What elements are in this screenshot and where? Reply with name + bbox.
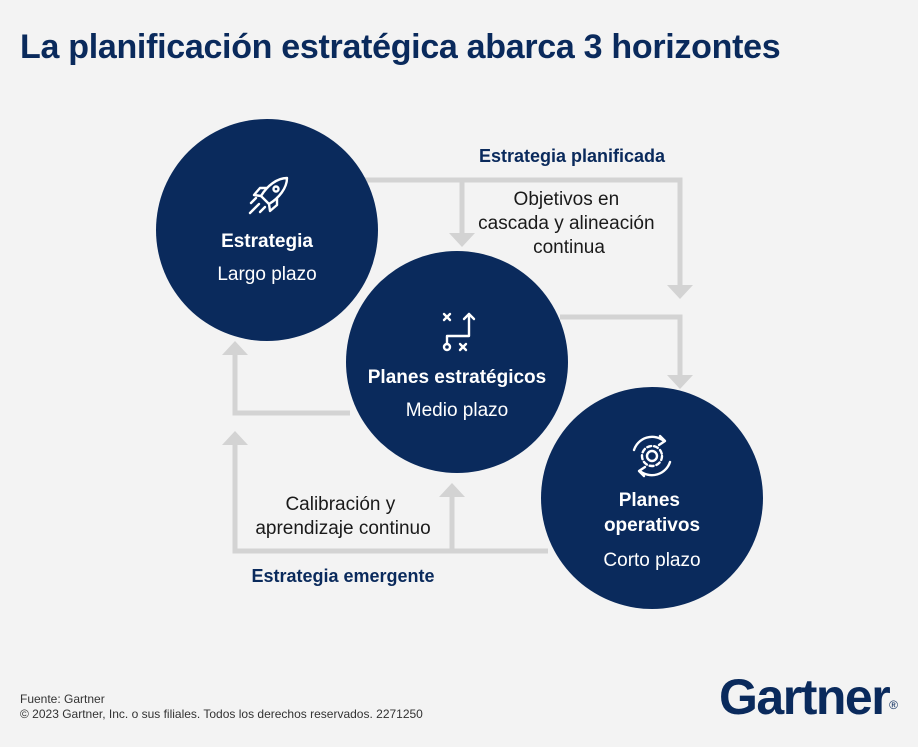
calibration-label: Calibración y aprendizaje continuo xyxy=(255,494,430,539)
strategic-plans-title: Planes estratégicos xyxy=(368,367,546,388)
operational-plans-subtitle: Corto plazo xyxy=(603,550,700,571)
arrow-up-strategy-2 xyxy=(222,431,248,445)
strategic-to-operational-line xyxy=(560,314,683,375)
gartner-logo: Gartner® xyxy=(719,668,898,726)
page-title: La planificación estratégica abarca 3 ho… xyxy=(20,28,781,66)
planned-strategy-label: Estrategia planificada xyxy=(479,146,666,166)
strategic-plans-circle: Planes estratégicos Medio plazo xyxy=(346,251,568,473)
footer: Fuente: Gartner © 2023 Gartner, Inc. o s… xyxy=(20,692,423,722)
arrowheads xyxy=(222,233,693,497)
strategic-plans-subtitle: Medio plazo xyxy=(406,400,508,421)
strategy-circle: Estrategia Largo plazo xyxy=(156,119,378,341)
arrow-down-strategic xyxy=(449,233,475,247)
strategy-play-icon xyxy=(442,312,476,352)
cascade-label: Objetivos en cascada y alineación contin… xyxy=(478,189,660,258)
strategy-subtitle: Largo plazo xyxy=(217,264,316,285)
logo-text: Gartner xyxy=(719,669,891,725)
gear-cycle-icon xyxy=(632,434,672,478)
strategic-to-strategy-line xyxy=(232,355,350,416)
strategy-title: Estrategia xyxy=(221,231,313,252)
arrow-up-strategic xyxy=(439,483,465,497)
arrow-down-operational-2 xyxy=(667,375,693,389)
logo-registered-mark: ® xyxy=(889,698,898,712)
source-note: Fuente: Gartner xyxy=(20,692,105,706)
rocket-icon xyxy=(248,176,289,215)
emergent-strategy-label: Estrategia emergente xyxy=(251,566,434,586)
emergent-strategy-line xyxy=(232,445,548,554)
operational-plans-circle: Planes operativos Corto plazo xyxy=(541,387,763,609)
arrow-down-operational-1 xyxy=(667,285,693,299)
operational-plans-title: Planes operativos xyxy=(604,490,700,536)
arrow-up-strategy-1 xyxy=(222,341,248,355)
planned-strategy-line xyxy=(360,177,683,285)
connector-lines xyxy=(232,177,683,554)
copyright-note: © 2023 Gartner, Inc. o sus filiales. Tod… xyxy=(20,707,423,721)
